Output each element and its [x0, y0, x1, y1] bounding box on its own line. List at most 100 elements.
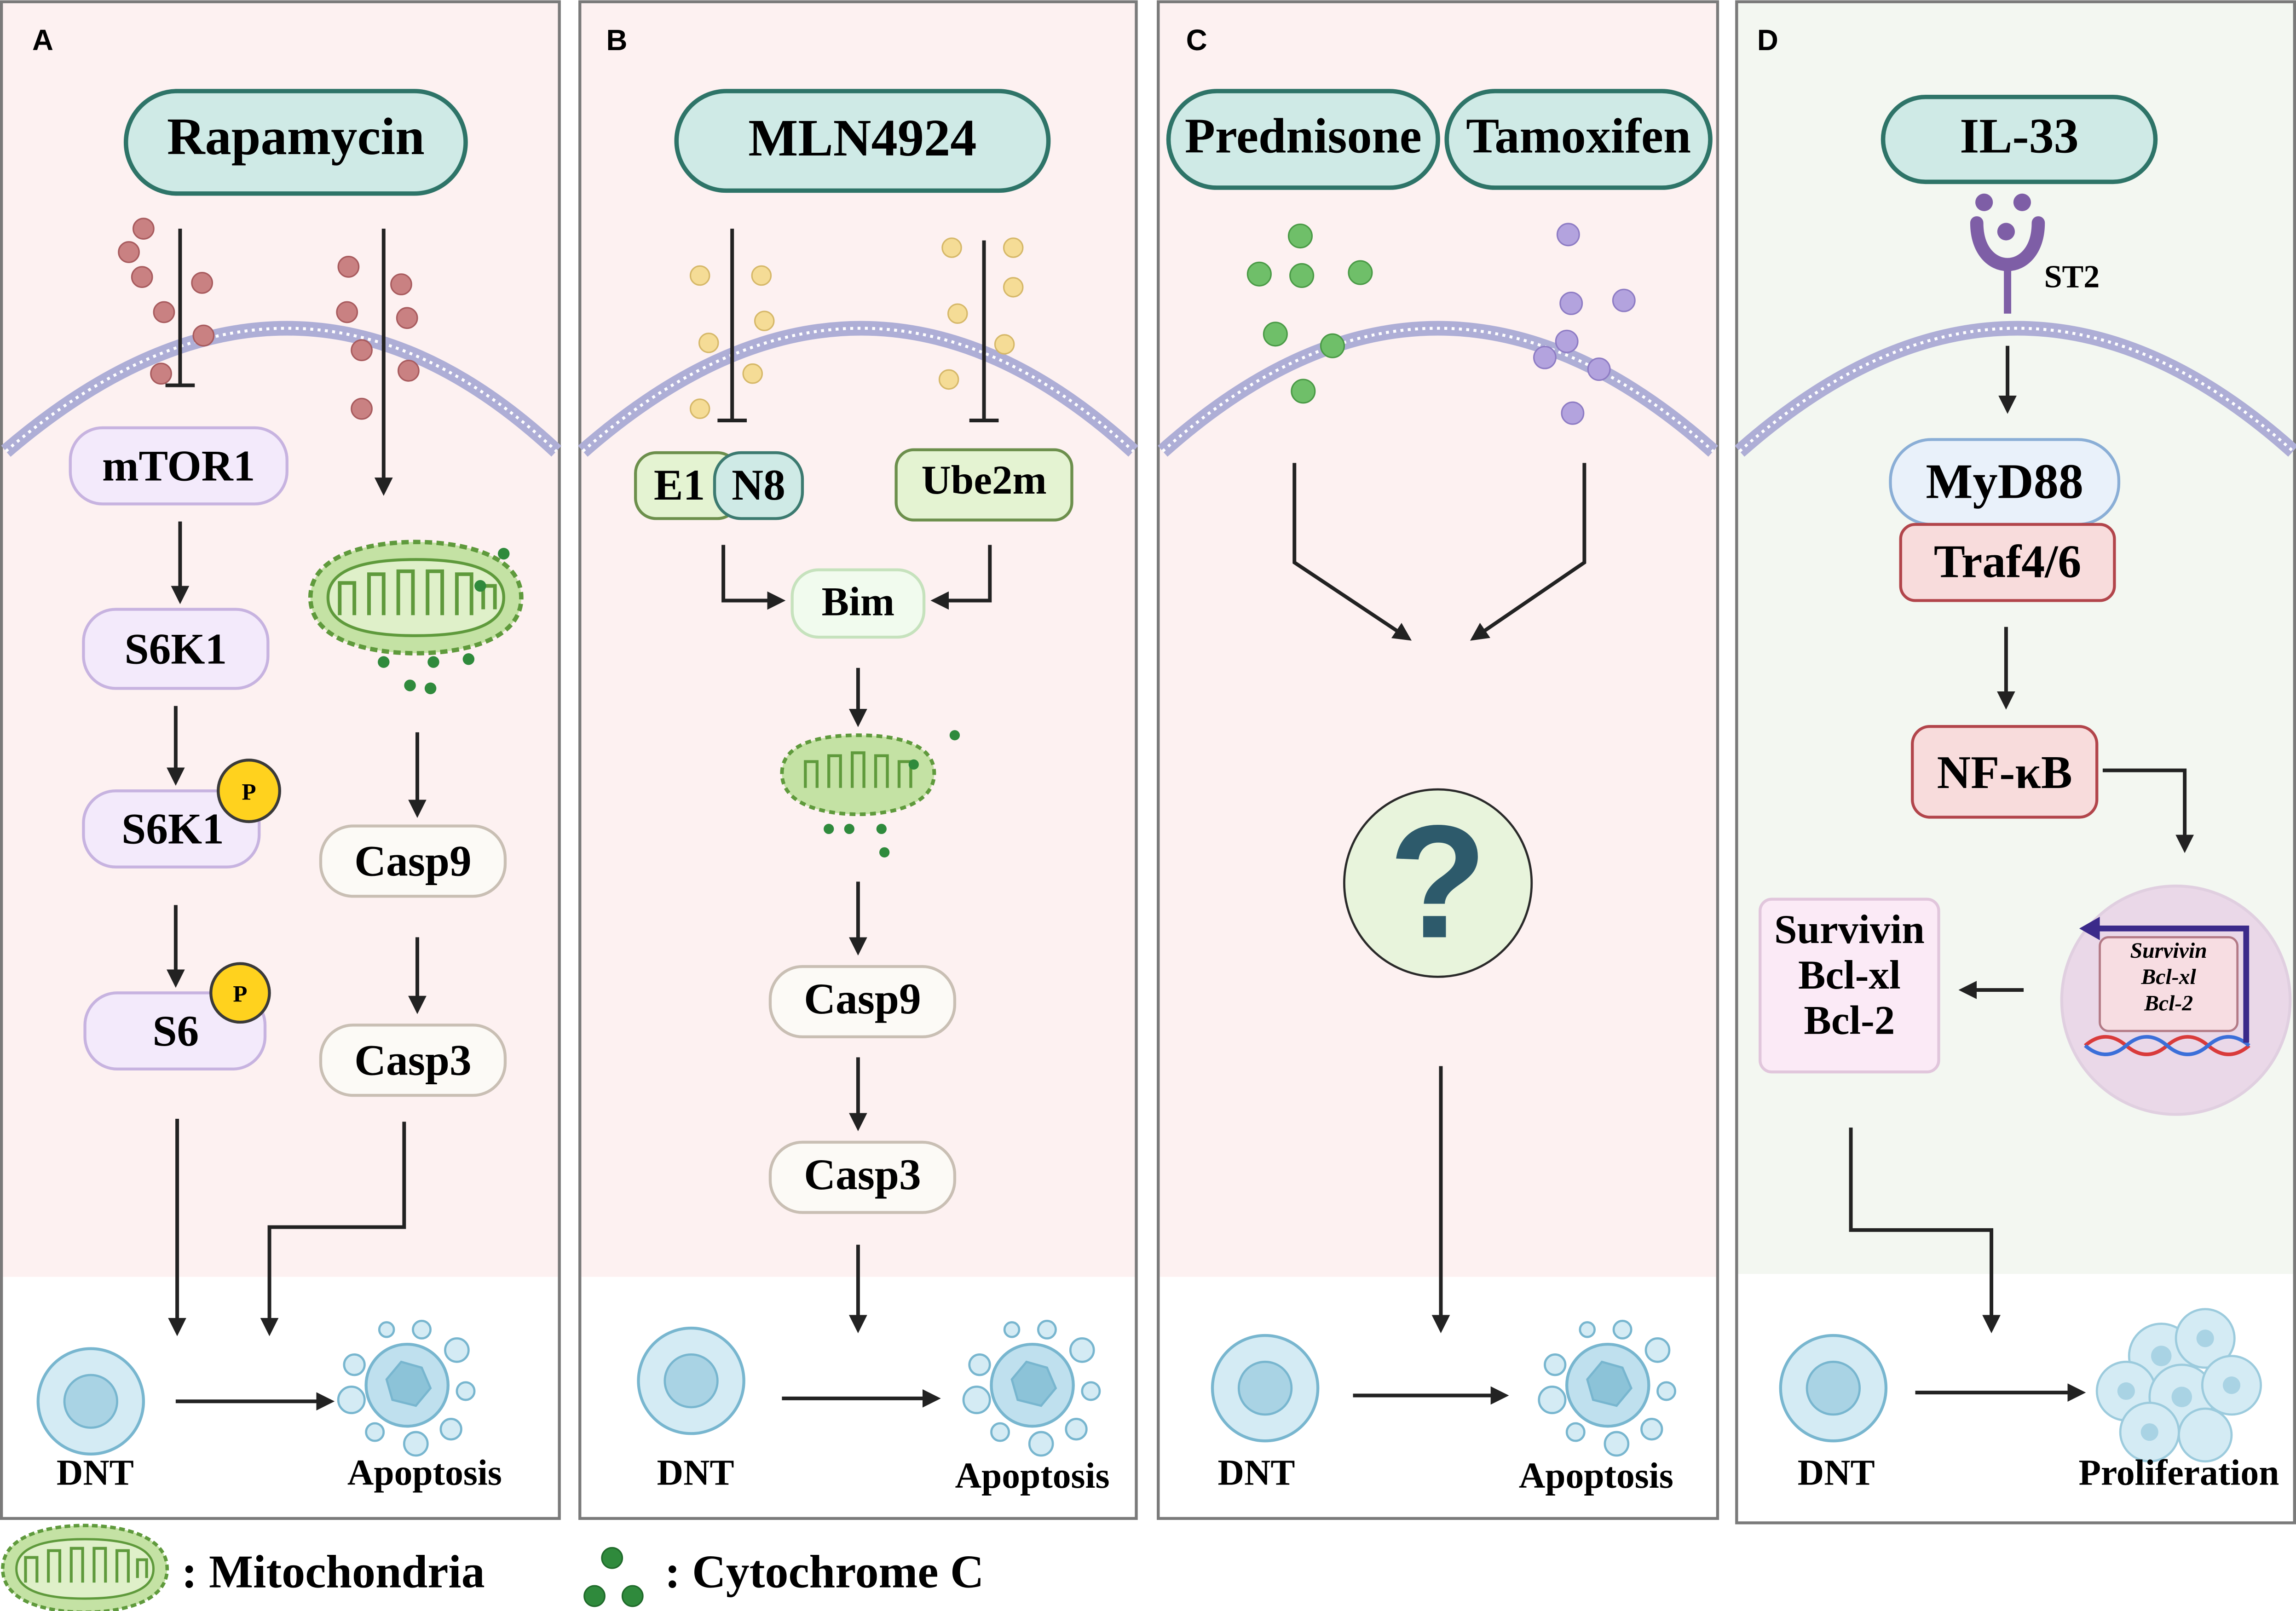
cytochrome-c-released: [378, 547, 510, 695]
dnt-label: DNT: [657, 1453, 734, 1493]
svg-text:Tamoxifen: Tamoxifen: [1466, 109, 1691, 164]
inhibit-ube2m: [969, 240, 999, 423]
node-casp9-a: Casp9: [319, 824, 507, 898]
panel-c-letter: C: [1186, 24, 1207, 57]
legend-mitochondria-label: : Mitochondria: [182, 1546, 485, 1598]
cell-membrane: [1, 321, 562, 457]
phospho-badge: [209, 962, 271, 1024]
transcription-arrow-icon: [2097, 925, 2250, 1043]
target-genes: Survivin Bcl-xl Bcl-2: [1759, 898, 1940, 1074]
legend-mitochondria-icon: [3, 1525, 167, 1611]
svg-text:NF-κB: NF-κB: [1937, 747, 2072, 799]
dnt-label: DNT: [1218, 1453, 1295, 1493]
panel-b-letter: B: [606, 24, 628, 57]
nucleus: Survivin Bcl-xl Bcl-2: [2060, 884, 2292, 1116]
node-nfkb: NF-κB: [1911, 725, 2099, 819]
panel-b: B MLN4924 E1: [578, 0, 1138, 1520]
cytochrome-c-released: [824, 730, 960, 857]
svg-text:S6K1: S6K1: [121, 805, 224, 853]
drug-rapamycin: Rapamycin: [123, 89, 468, 196]
drug-tamoxifen: Tamoxifen: [1444, 89, 1713, 190]
panel-c: C Prednisone Tamoxifen: [1157, 0, 1719, 1520]
svg-text:Casp3: Casp3: [804, 1150, 921, 1199]
svg-text:Prednisone: Prednisone: [1185, 109, 1422, 164]
svg-text:MyD88: MyD88: [1926, 455, 2083, 509]
arrow-ube2m-bim: [930, 545, 992, 610]
apoptosis-label: Apoptosis: [955, 1456, 1110, 1496]
svg-text:IL-33: IL-33: [1960, 109, 2078, 164]
svg-text:Casp9: Casp9: [354, 837, 472, 886]
dnt-cell: [1212, 1335, 1318, 1441]
st2-receptor: ST2: [1970, 193, 2100, 314]
arrow-n8-bim: [721, 545, 786, 610]
dnt-cell: [1781, 1335, 1886, 1441]
panel-a: A Rapamycin: [0, 0, 562, 1520]
dnt-cell: [639, 1328, 744, 1433]
node-n8: N8: [713, 451, 804, 520]
dnt-label: DNT: [1798, 1453, 1875, 1493]
node-casp3-b: Casp3: [768, 1140, 957, 1214]
legend: : Mitochondria : Cytochrome C: [3, 1525, 984, 1611]
svg-text:S6K1: S6K1: [124, 624, 227, 673]
node-ube2m: Ube2m: [894, 448, 1073, 522]
ligand-il33: IL-33: [1881, 94, 2158, 184]
legend-cytochrome-label: : Cytochrome C: [665, 1546, 984, 1598]
node-e1: E1: [634, 451, 740, 520]
svg-text:P: P: [233, 981, 247, 1007]
node-mtor1: mTOR1: [69, 426, 288, 506]
svg-text:E1: E1: [654, 460, 705, 509]
arrow-casp3-out: [260, 1122, 406, 1336]
inhibit-e1-n8: [717, 229, 747, 423]
panel-a-letter: A: [32, 24, 53, 57]
phospho-badge: [216, 759, 282, 823]
drug-label: Rapamycin: [167, 107, 425, 166]
question-mark-icon: ?: [1389, 792, 1487, 972]
arrow-genes-out: [1849, 1128, 2001, 1334]
drug-mln4924: MLN4924: [674, 89, 1051, 193]
mitochondria-b: [782, 735, 934, 814]
mln4924-molecules: [689, 237, 1024, 419]
svg-text:Bcl-xl: Bcl-xl: [2140, 965, 2196, 989]
dnt-cell: [38, 1349, 144, 1454]
svg-text:Bcl-xl: Bcl-xl: [1798, 953, 1901, 998]
apoptosis-label: Apoptosis: [347, 1453, 502, 1493]
inhibit-mtor1: [165, 229, 195, 387]
prednisone-molecules: [1246, 223, 1373, 404]
svg-text:Traf4/6: Traf4/6: [1934, 536, 2082, 588]
unknown-mechanism: ?: [1343, 788, 1533, 978]
node-s6k1: S6K1: [82, 608, 270, 690]
node-traf46: Traf4/6: [1899, 523, 2116, 602]
node-myd88: MyD88: [1889, 438, 2121, 526]
receptor-label: ST2: [2044, 259, 2100, 294]
svg-text:Bcl-2: Bcl-2: [2144, 991, 2193, 1016]
node-s6: S6 P: [83, 962, 271, 1071]
drug-prednisone: Prednisone: [1166, 89, 1440, 190]
svg-text:N8: N8: [732, 460, 785, 509]
svg-text:Ube2m: Ube2m: [921, 458, 1046, 503]
arrow-tamoxifen: [1470, 463, 1586, 641]
node-casp9-b: Casp9: [768, 965, 957, 1039]
proliferating-cells: [2095, 1308, 2262, 1463]
dnt-label: DNT: [57, 1453, 134, 1493]
rapamycin-molecules: [118, 218, 420, 420]
svg-text:Bim: Bim: [822, 579, 894, 624]
apoptosis-label: Apoptosis: [1519, 1456, 1673, 1496]
tamoxifen-molecules: [1533, 223, 1636, 425]
panel-d: D IL-33 ST2 MyD88: [1735, 0, 2296, 1525]
arrow-prednisone: [1292, 463, 1412, 641]
node-bim: Bim: [790, 568, 926, 639]
svg-text:P: P: [242, 779, 256, 805]
svg-text:mTOR1: mTOR1: [102, 442, 255, 490]
svg-text:Casp9: Casp9: [804, 974, 921, 1023]
svg-text:Bcl-2: Bcl-2: [1804, 998, 1895, 1043]
svg-text:S6: S6: [152, 1007, 199, 1055]
node-s6k1-phospho: S6K1 P: [82, 759, 282, 869]
svg-text:MLN4924: MLN4924: [748, 109, 976, 167]
mitochondria-a: [311, 542, 521, 653]
proliferation-label: Proliferation: [2078, 1453, 2279, 1493]
node-casp3-a: Casp3: [319, 1024, 507, 1097]
arrow-nfkb-nucleus: [2102, 768, 2194, 853]
svg-text:Survivin: Survivin: [1774, 907, 1925, 952]
panel-d-letter: D: [1757, 24, 1778, 57]
